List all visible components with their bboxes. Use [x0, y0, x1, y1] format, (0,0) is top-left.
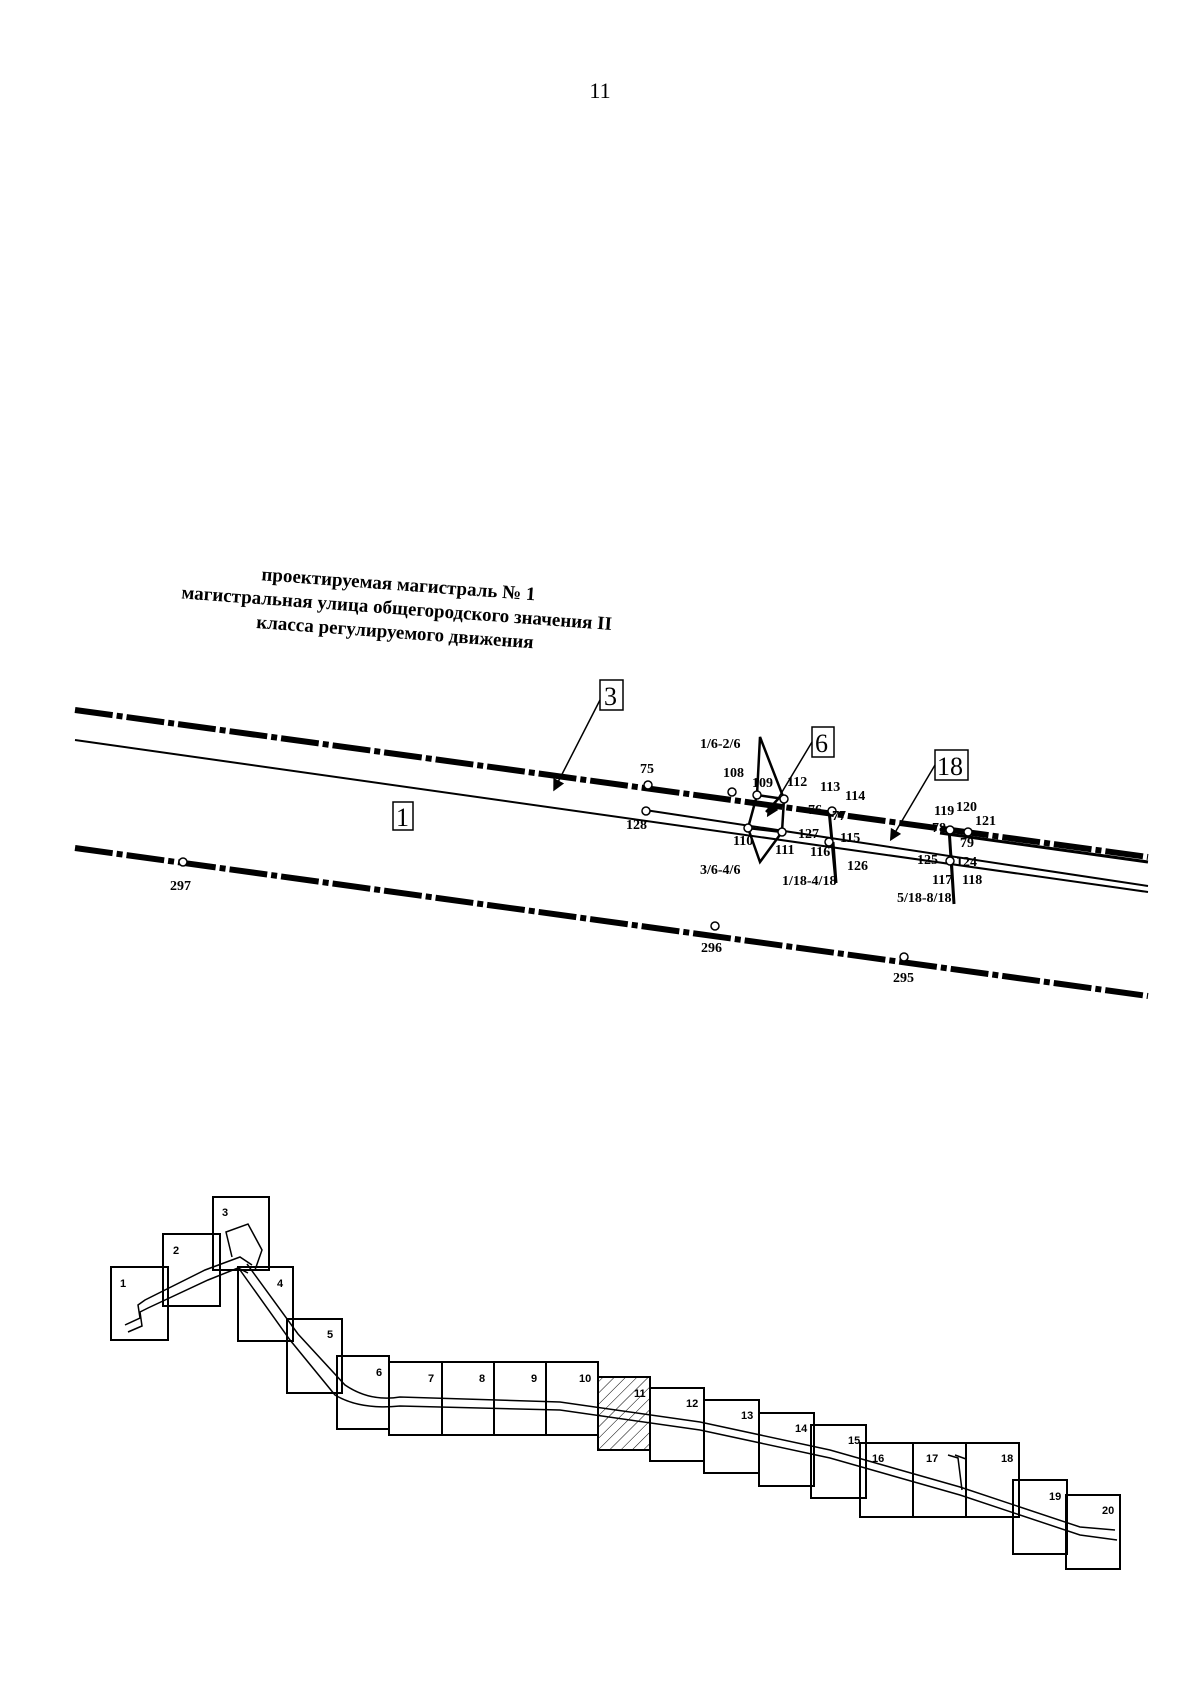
label-113: 113 [820, 780, 840, 795]
label-127: 127 [798, 827, 819, 842]
label-114: 114 [845, 789, 865, 804]
sheet-label-17: 17 [926, 1453, 938, 1465]
label-1-6-2-6: 1/6-2/6 [700, 737, 740, 752]
zone-18-shape [827, 809, 956, 905]
label-119: 119 [934, 804, 954, 819]
zone-18-label: 18 [937, 752, 963, 781]
leader-18 [889, 764, 936, 842]
road-alignment [124, 1223, 1118, 1541]
label-115: 115 [840, 831, 860, 846]
label-110: 110 [733, 834, 753, 849]
sheet-label-6: 6 [376, 1367, 382, 1379]
label-78: 78 [932, 821, 946, 836]
label-117: 117 [932, 873, 952, 888]
red-line-north-inner [939, 831, 1149, 864]
sheet-label-15: 15 [848, 1435, 860, 1447]
sheet-label-16: 16 [872, 1453, 884, 1465]
label-108: 108 [723, 766, 744, 781]
sheet-20 [1065, 1494, 1121, 1570]
survey-points [178, 780, 973, 962]
zone-6-box [811, 726, 835, 758]
label-109: 109 [752, 776, 773, 791]
zone-3-box [599, 679, 624, 711]
zone-18-box [934, 749, 969, 781]
zone-1-label: 1 [396, 803, 409, 832]
sheet-9 [493, 1361, 547, 1436]
boundary-line [74, 739, 1149, 893]
label-76: 76 [808, 803, 822, 818]
sheet-1 [110, 1266, 169, 1341]
sheet-frames [110, 1196, 1121, 1570]
zone-3-label: 3 [604, 682, 617, 711]
sheet-17 [912, 1442, 967, 1518]
sheet-label-9: 9 [531, 1373, 537, 1385]
zone-6-label: 6 [815, 729, 828, 758]
sheet-label-1: 1 [120, 1278, 126, 1290]
sheet-label-2: 2 [173, 1245, 179, 1257]
sheet-14 [758, 1412, 815, 1487]
sheet-label-18: 18 [1001, 1453, 1013, 1465]
leader-6 [766, 741, 813, 818]
sheet-numbers: 1 2 3 4 5 6 7 8 9 10 11 12 13 14 15 16 1… [120, 1207, 1114, 1517]
sheet-index: 1 2 3 4 5 6 7 8 9 10 11 12 13 14 15 16 1… [110, 1196, 1121, 1570]
red-line-north [74, 707, 1149, 860]
sheet-label-13: 13 [741, 1410, 753, 1422]
label-297: 297 [170, 879, 191, 894]
sheet-label-19: 19 [1049, 1491, 1061, 1503]
sheet-4 [237, 1266, 294, 1342]
sheet-label-3: 3 [222, 1207, 228, 1219]
zone-1-box [392, 801, 414, 831]
label-79: 79 [960, 836, 974, 851]
label-295: 295 [893, 971, 914, 986]
label-3-6-4-6: 3/6-4/6 [700, 863, 740, 878]
sheet-label-4: 4 [277, 1278, 284, 1290]
sheet-15 [810, 1424, 867, 1499]
label-111: 111 [775, 843, 794, 858]
sheet-label-7: 7 [428, 1373, 434, 1385]
label-75: 75 [640, 762, 654, 777]
sheet-label-20: 20 [1102, 1505, 1114, 1517]
sheet-label-5: 5 [327, 1329, 333, 1341]
sheet-label-12: 12 [686, 1398, 698, 1410]
sheet-label-11: 11 [634, 1388, 646, 1400]
label-77: 77 [832, 809, 846, 824]
leader-3 [553, 699, 601, 792]
label-112: 112 [787, 775, 807, 790]
sheet-label-10: 10 [579, 1373, 591, 1385]
label-120: 120 [956, 800, 977, 815]
label-128: 128 [626, 818, 647, 833]
label-125: 125 [917, 853, 938, 868]
label-126: 126 [847, 859, 868, 874]
sheet-label-8: 8 [479, 1373, 485, 1385]
point-labels: 75 128 1/6-2/6 108 109 112 113 114 76 77… [170, 737, 996, 986]
label-5-18-8-18: 5/18-8/18 [897, 891, 951, 906]
sheet-label-14: 14 [795, 1423, 808, 1435]
label-121: 121 [975, 814, 996, 829]
zone-line [644, 809, 1149, 887]
label-1-18-4-18: 1/18-4/18 [782, 874, 836, 889]
label-116: 116 [810, 845, 830, 860]
road-plan: 3 1 6 18 75 128 1/6-2/6 108 109 112 113 … [74, 679, 1149, 999]
red-line-south [74, 845, 1149, 999]
page-number: 11 [589, 78, 611, 103]
label-124: 124 [956, 855, 977, 870]
sheet-2 [162, 1233, 221, 1307]
label-118: 118 [962, 873, 982, 888]
label-296: 296 [701, 941, 722, 956]
